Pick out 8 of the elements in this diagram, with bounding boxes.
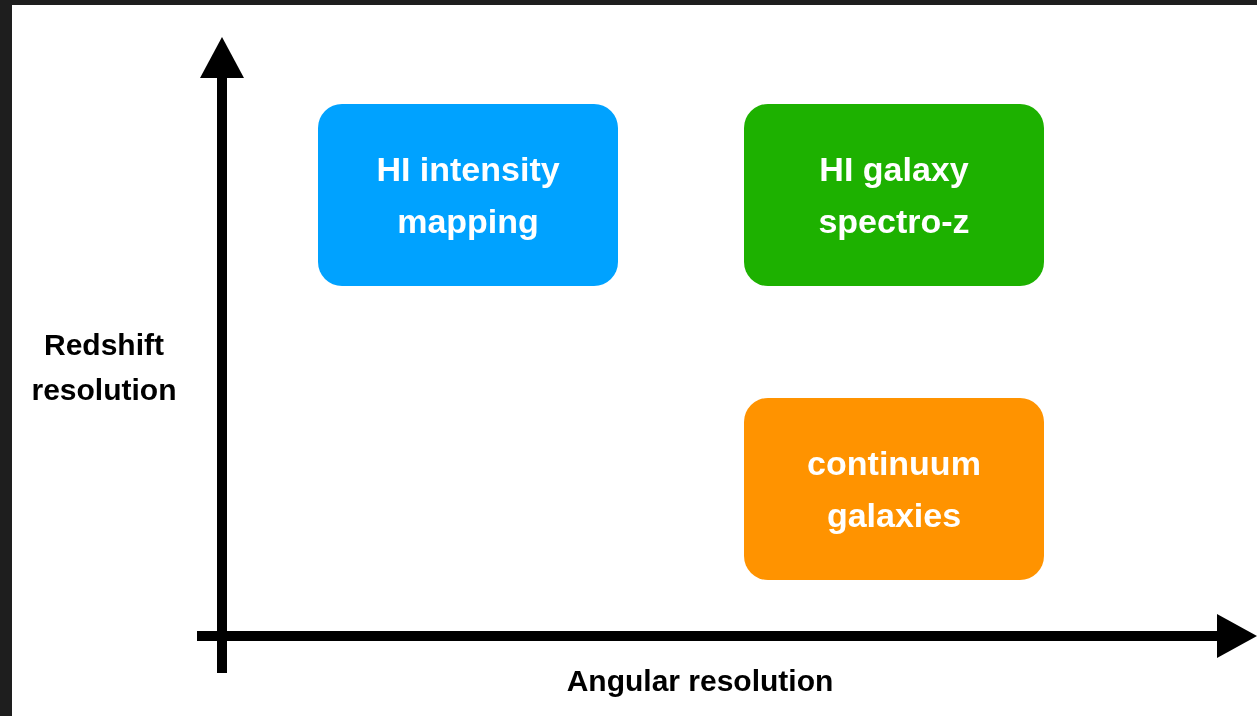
rounded-box [744, 104, 1044, 286]
rounded-box [318, 104, 618, 286]
rounded-box [744, 398, 1044, 580]
box-label: HI intensity mapping [375, 149, 561, 242]
axis-title: Redshift resolution [30, 327, 178, 408]
axis-title: Angular resolution [565, 663, 835, 699]
box-label: HI galaxy spectro-z [817, 149, 971, 242]
box-label: continuum galaxies [806, 443, 982, 536]
